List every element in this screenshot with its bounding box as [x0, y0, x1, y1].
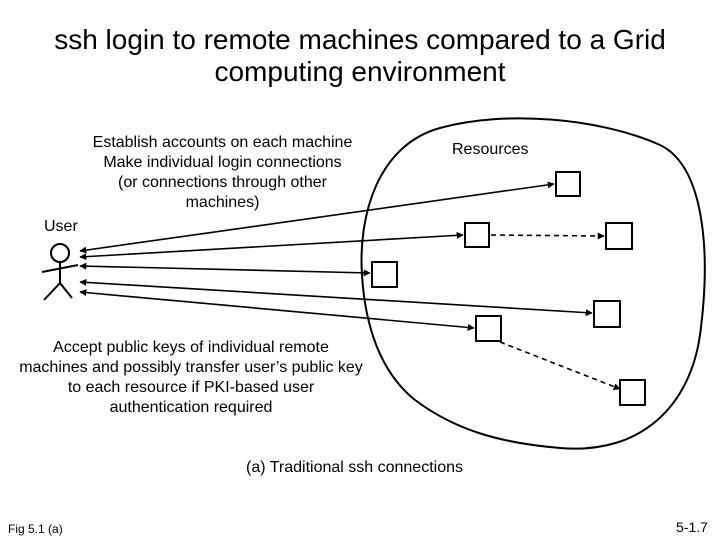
- resource-box: [464, 222, 490, 248]
- ssh-connection-arrow: [79, 262, 371, 277]
- ssh-connection-arrow: [79, 278, 593, 317]
- inter-resource-dashed-arrow: [499, 341, 621, 390]
- user-stick-figure-icon: [41, 243, 79, 301]
- resource-box: [475, 315, 502, 342]
- ssh-connection-arrow: [79, 289, 475, 331]
- resources-boundary: [360, 117, 706, 450]
- resource-box: [555, 171, 581, 197]
- user-label: User: [44, 218, 78, 235]
- title-line-1: ssh login to remote machines compared to…: [54, 24, 666, 55]
- ssh-connection-arrow: [79, 231, 464, 261]
- figure-reference: Fig 5.1 (a): [8, 522, 63, 536]
- public-keys-note-line-3: to each resource if PKI-based user: [67, 379, 315, 396]
- diagram-caption: (a) Traditional ssh connections: [246, 459, 463, 476]
- resource-box: [605, 222, 633, 250]
- accounts-note-line-2: Make individual login connections: [103, 154, 342, 171]
- public-keys-note-line-1: Accept public keys of individual remote: [53, 339, 329, 356]
- page-title: ssh login to remote machines compared to…: [0, 24, 720, 88]
- resource-box: [619, 379, 646, 406]
- public-keys-note-line-2: machines and possibly transfer user’s pu…: [19, 359, 363, 376]
- accounts-note: Establish accounts on each machine Make …: [75, 133, 370, 213]
- page-number: 5-1.7: [676, 519, 708, 535]
- title-line-2: computing environment: [214, 56, 506, 87]
- accounts-note-line-3: (or connections through other: [117, 174, 327, 191]
- accounts-note-line-1: Establish accounts on each machine: [92, 134, 353, 151]
- inter-resource-dashed-arrow: [490, 232, 605, 240]
- resource-box: [371, 261, 398, 288]
- public-keys-note-line-4: authentication required: [109, 399, 273, 416]
- resource-box: [593, 300, 621, 328]
- public-keys-note: Accept public keys of individual remote …: [0, 338, 382, 418]
- accounts-note-line-4: machines): [185, 194, 260, 211]
- resources-label: Resources: [452, 141, 529, 158]
